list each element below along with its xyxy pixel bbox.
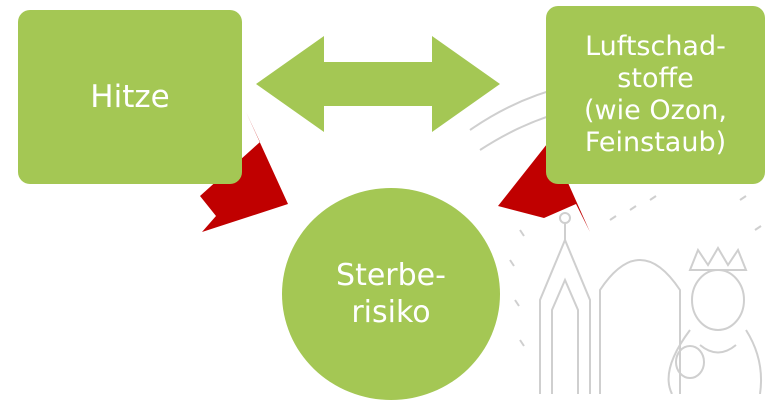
arrow-heat-to-risk	[200, 112, 288, 232]
node-heat: Hitze	[18, 10, 242, 184]
node-heat-label: Hitze	[90, 79, 170, 115]
node-pollutants: Luftschad- stoffe (wie Ozon, Feinstaub)	[546, 6, 765, 184]
node-pollutants-label: Luftschad- stoffe (wie Ozon, Feinstaub)	[584, 31, 727, 158]
node-mortality-risk: Sterbe- risiko	[282, 188, 500, 400]
node-risk-label: Sterbe- risiko	[336, 258, 446, 330]
bidirectional-arrow	[256, 36, 500, 132]
arrow-pollutants-to-risk	[498, 120, 590, 232]
